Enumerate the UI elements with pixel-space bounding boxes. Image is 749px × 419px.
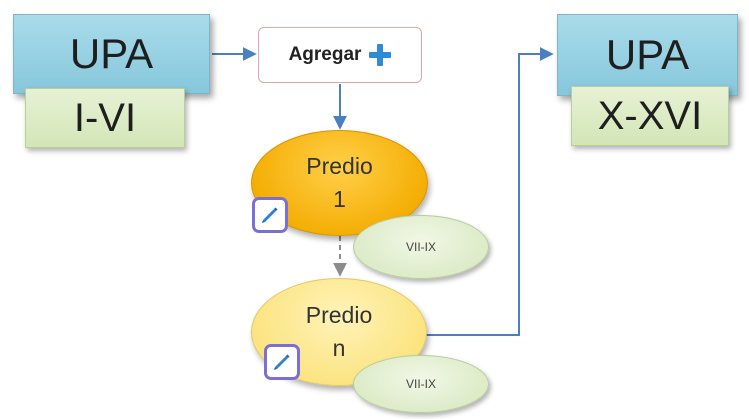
upa-right-title: UPA [605, 31, 690, 78]
upa-left-range-label: I-VI [73, 95, 137, 140]
pencil-icon [274, 354, 290, 370]
upa-right-range: X-XVI [571, 86, 729, 146]
predio-1-range: VII-IX [353, 215, 489, 279]
predio-n-label: Predio [305, 301, 373, 328]
agregar-label: Agregar [288, 44, 362, 65]
predio-1-edit-button[interactable] [252, 197, 288, 233]
arrow-predio-n-to-upa-right [424, 47, 554, 336]
predio-n-edit-button[interactable] [264, 344, 300, 380]
predio-1-number: 1 [333, 186, 346, 212]
predio-n-range-label: VII-IX [405, 377, 436, 391]
upa-left-range: I-VI [25, 88, 185, 148]
upa-right-range-label: X-XVI [597, 93, 703, 138]
predio-n-range: VII-IX [353, 355, 489, 413]
upa-left-header: UPA [13, 14, 210, 94]
predio-1-label: Predio [306, 152, 373, 179]
pencil-icon [262, 207, 278, 223]
agregar-button[interactable]: Agregar [258, 27, 422, 83]
upa-left-title: UPA [69, 30, 154, 77]
upa-right-header: UPA [557, 14, 738, 96]
plus-icon [369, 44, 392, 66]
predio-1-range-label: VII-IX [405, 240, 436, 254]
predio-n-letter: n [332, 335, 346, 361]
